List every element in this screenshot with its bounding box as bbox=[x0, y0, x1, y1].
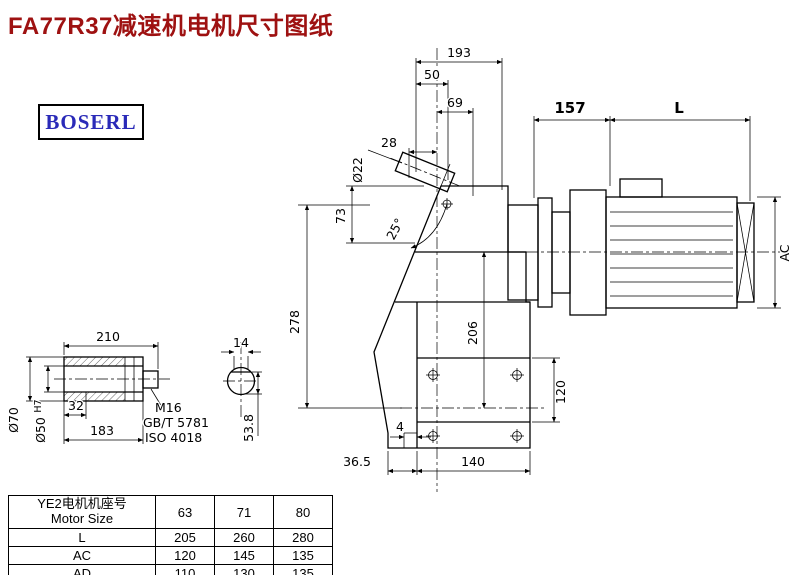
dim-140: 140 bbox=[461, 454, 485, 469]
table-cell: 130 bbox=[214, 564, 274, 575]
dim-AC: AC bbox=[777, 244, 792, 261]
dim-193: 193 bbox=[447, 45, 471, 60]
motor-size-label-en: Motor Size bbox=[50, 511, 114, 526]
bore-end-view bbox=[226, 366, 256, 396]
table-cell: 135 bbox=[273, 546, 333, 565]
row-label-AC: AC bbox=[8, 546, 156, 565]
dim-dia50-tolerance: H7 bbox=[33, 399, 44, 412]
frame-size-71: 71 bbox=[214, 495, 274, 529]
extension-lines bbox=[26, 58, 781, 475]
row-label-L: L bbox=[8, 528, 156, 547]
table-row-AC: AC 120 145 135 bbox=[8, 546, 333, 565]
centerlines bbox=[54, 48, 780, 492]
header-motor-size-cell: YE2电机机座号 Motor Size bbox=[8, 495, 156, 529]
label-gbt5781: GB/T 5781 bbox=[143, 415, 209, 430]
table-cell: 260 bbox=[214, 528, 274, 547]
dim-L: L bbox=[674, 99, 684, 117]
motor-size-label-cn: YE2电机机座号 bbox=[37, 496, 127, 512]
boserl-logo-text: BOSERL bbox=[45, 109, 137, 134]
table-cell: 110 bbox=[155, 564, 215, 575]
dim-210: 210 bbox=[96, 329, 120, 344]
frame-size-80: 80 bbox=[273, 495, 333, 529]
table-header-row: YE2电机机座号 Motor Size 63 71 80 bbox=[8, 495, 333, 529]
dim-206: 206 bbox=[465, 321, 480, 345]
dim-157: 157 bbox=[554, 99, 585, 117]
table-cell: 205 bbox=[155, 528, 215, 547]
table-row-L: L 205 260 280 bbox=[8, 528, 333, 547]
row-label-AD: AD bbox=[8, 564, 156, 575]
dimension-lines bbox=[27, 59, 778, 474]
output-shaft-detail bbox=[63, 356, 159, 402]
dim-50: 50 bbox=[424, 67, 440, 82]
motor-size-table: YE2电机机座号 Motor Size 63 71 80 L 205 260 2… bbox=[8, 495, 333, 575]
dim-53-8: 53.8 bbox=[241, 414, 256, 442]
dim-dia50: Ø50 bbox=[33, 417, 48, 443]
dim-28: 28 bbox=[381, 135, 397, 150]
label-m16: M16 bbox=[155, 400, 182, 415]
dim-4: 4 bbox=[396, 419, 404, 434]
dim-183: 183 bbox=[90, 423, 114, 438]
dim-36-5: 36.5 bbox=[343, 454, 371, 469]
dim-32: 32 bbox=[68, 398, 84, 413]
page-title: FA77R37减速机电机尺寸图纸 bbox=[8, 13, 334, 40]
frame-size-63: 63 bbox=[155, 495, 215, 529]
table-cell: 120 bbox=[155, 546, 215, 565]
table-cell: 135 bbox=[273, 564, 333, 575]
dim-dia70: Ø70 bbox=[6, 407, 21, 433]
dim-73: 73 bbox=[333, 208, 348, 224]
input-shaft bbox=[390, 151, 460, 193]
table-cell: 280 bbox=[273, 528, 333, 547]
table-row-AD: AD 110 130 135 bbox=[8, 564, 333, 575]
boserl-logo: BOSERL bbox=[38, 104, 144, 140]
table-cell: 145 bbox=[214, 546, 274, 565]
dimension-labels: 193 50 69 28 Ø22 73 25° 278 206 157 L AC… bbox=[5, 44, 794, 471]
dim-angle-25: 25° bbox=[383, 216, 407, 243]
dim-14: 14 bbox=[233, 335, 249, 350]
dim-69: 69 bbox=[447, 95, 463, 110]
motor bbox=[507, 178, 755, 316]
dim-278: 278 bbox=[287, 310, 302, 334]
label-iso4018: ISO 4018 bbox=[145, 430, 202, 445]
dim-120: 120 bbox=[553, 380, 568, 404]
dim-dia22: Ø22 bbox=[350, 157, 365, 183]
